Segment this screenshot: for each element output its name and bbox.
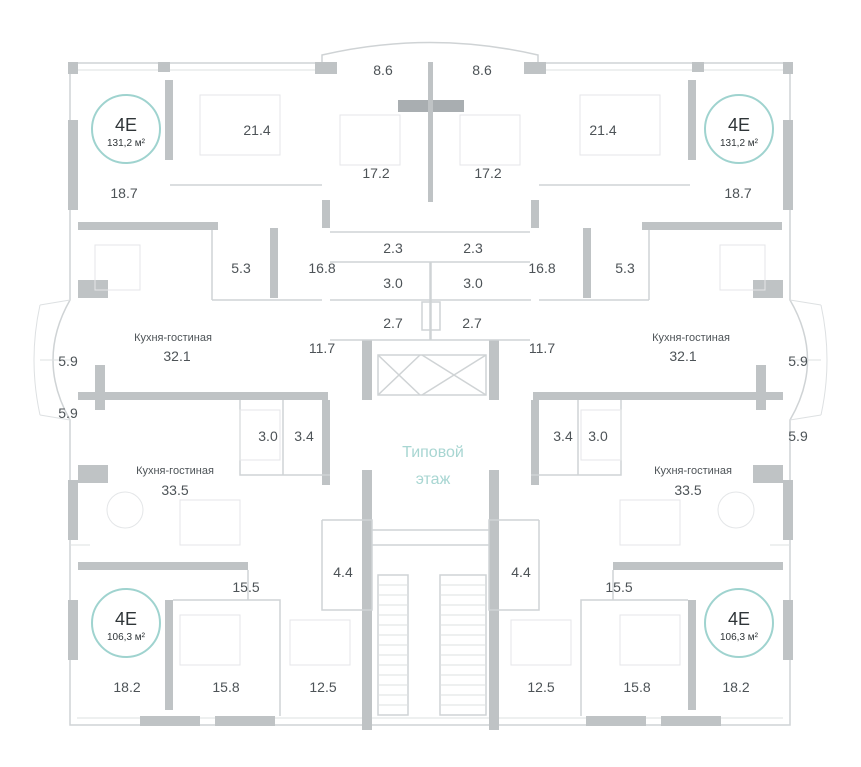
room-area: 5.9 xyxy=(788,353,808,369)
room-area: 33.5 xyxy=(674,482,701,498)
room-area: 15.5 xyxy=(232,579,259,595)
badge-area: 106,3 м² xyxy=(107,632,146,643)
room-area: 16.8 xyxy=(528,260,555,276)
room-area: 32.1 xyxy=(669,348,696,364)
apartment-badge-se: 4E 106,3 м² xyxy=(704,588,774,658)
badge-type: 4E xyxy=(728,115,750,135)
room-name: Кухня-гостиная xyxy=(136,465,214,477)
badge-area: 106,3 м² xyxy=(720,632,759,643)
room-area: 12.5 xyxy=(309,679,336,695)
room-area: 18.2 xyxy=(722,679,749,695)
room-area: 4.4 xyxy=(333,564,353,580)
room-area: 15.5 xyxy=(605,579,632,595)
floor-label-line1: Типовой xyxy=(402,444,464,461)
badge-type: 4E xyxy=(115,115,137,135)
room-area: 3.0 xyxy=(258,428,278,444)
room-area: 15.8 xyxy=(212,679,239,695)
room-area: 4.4 xyxy=(511,564,531,580)
partitions xyxy=(170,184,690,716)
room-area: 17.2 xyxy=(362,165,389,181)
room-area: 2.7 xyxy=(383,315,403,331)
room-area: 33.5 xyxy=(161,482,188,498)
room-area: 3.0 xyxy=(588,428,608,444)
room-area: 8.6 xyxy=(373,62,393,78)
room-area: 18.2 xyxy=(113,679,140,695)
badge-area: 131,2 м² xyxy=(720,138,759,149)
room-area: 2.7 xyxy=(462,315,482,331)
apartment-badge-sw: 4E 106,3 м² xyxy=(91,588,161,658)
furniture xyxy=(94,94,766,666)
badge-type: 4E xyxy=(728,609,750,629)
room-area: 5.3 xyxy=(231,260,251,276)
room-area: 18.7 xyxy=(110,185,137,201)
floor-label: Типовой этаж xyxy=(402,444,464,488)
apartment-badge-ne: 4E 131,2 м² xyxy=(704,94,774,164)
room-area: 16.8 xyxy=(308,260,335,276)
room-area: 3.0 xyxy=(463,275,483,291)
room-area: 2.3 xyxy=(463,240,483,256)
room-area: 17.2 xyxy=(474,165,501,181)
room-area: 12.5 xyxy=(527,679,554,695)
badge-type: 4E xyxy=(115,609,137,629)
badge-area: 131,2 м² xyxy=(107,138,146,149)
room-area: 32.1 xyxy=(163,348,190,364)
room-area: 11.7 xyxy=(529,340,555,356)
room-area: 15.8 xyxy=(623,679,650,695)
room-labels: 8.6 8.6 21.4 21.4 17.2 17.2 18.7 18.7 2.… xyxy=(58,62,808,695)
room-name: Кухня-гостиная xyxy=(654,465,732,477)
room-area: 11.7 xyxy=(309,340,335,356)
floor-label-line2: этаж xyxy=(416,471,451,488)
room-area: 8.6 xyxy=(472,62,492,78)
room-area: 3.0 xyxy=(383,275,403,291)
room-area: 5.9 xyxy=(788,428,808,444)
room-area: 3.4 xyxy=(294,428,314,444)
room-name: Кухня-гостиная xyxy=(134,332,212,344)
walls xyxy=(68,62,793,730)
room-area: 21.4 xyxy=(589,122,616,138)
room-area: 5.3 xyxy=(615,260,635,276)
room-area: 5.9 xyxy=(58,405,78,421)
room-area: 5.9 xyxy=(58,353,78,369)
room-area: 3.4 xyxy=(553,428,573,444)
building-outline xyxy=(33,41,828,726)
room-name: Кухня-гостиная xyxy=(652,332,730,344)
room-area: 21.4 xyxy=(243,122,270,138)
room-area: 2.3 xyxy=(383,240,403,256)
apartment-badge-nw: 4E 131,2 м² xyxy=(91,94,161,164)
room-area: 18.7 xyxy=(724,185,751,201)
